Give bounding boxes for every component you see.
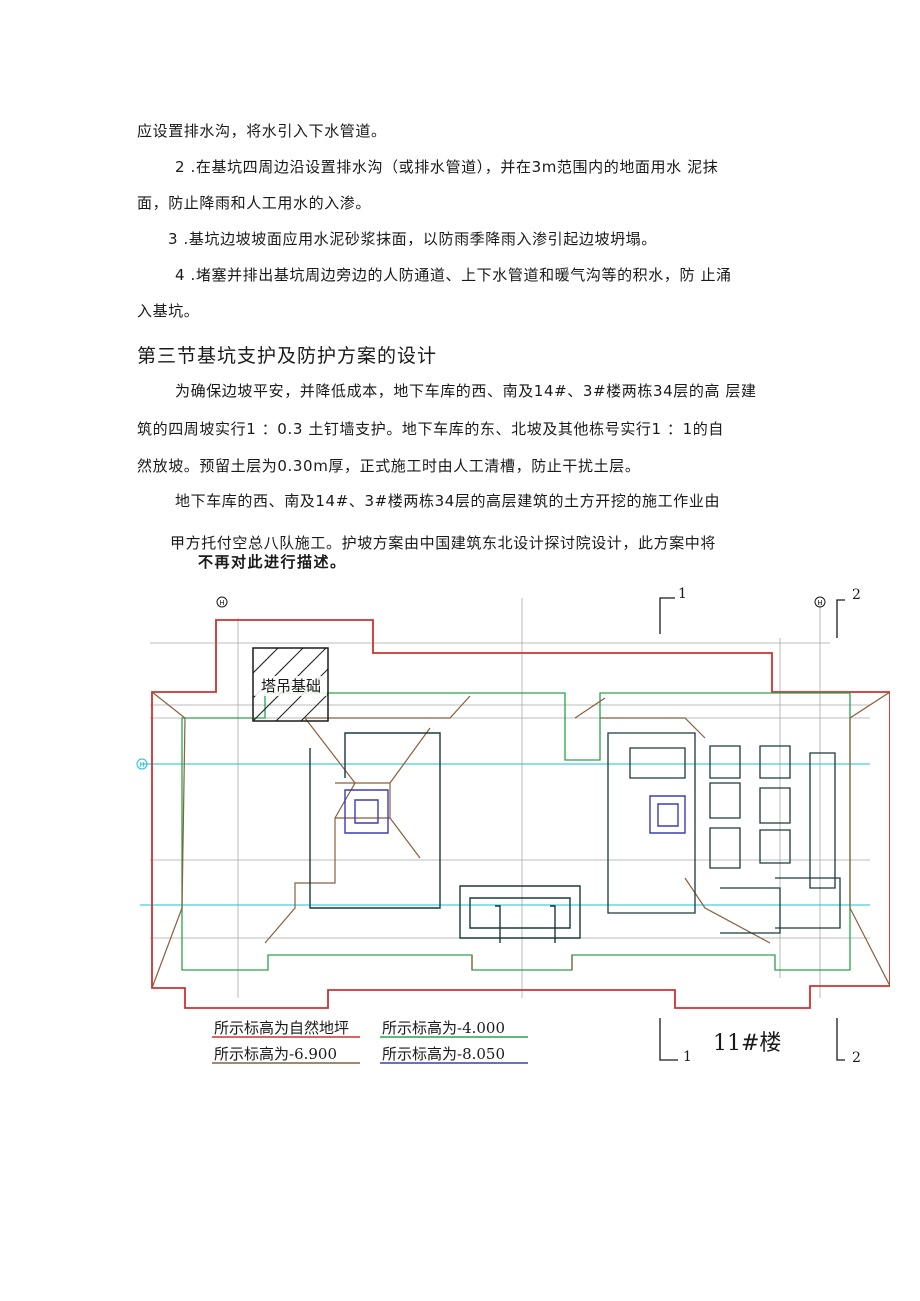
text-line: 4 .堵塞并排出基坑周边旁边的人防通道、上下水管道和暖气沟等的积水，防 止涌 [175,266,732,284]
section-mark-label: 2 [852,587,861,603]
section-mark-label: 1 [678,586,687,602]
text-line: 2 .在基坑四周边沿设置排水沟（或排水管道），并在3m范围内的地面用水 泥抹 [175,158,719,176]
section-mark-label: 1 [683,1049,692,1065]
right-foundation [607,732,841,934]
legend-item: 所示标高为-6.900 [214,1045,337,1063]
axis-lines [140,763,870,906]
text-line: 筑的四周坡实行1 ：0.3 土钉墙支护。地下车库的东、北坡及其他栋号实行1 ：1… [137,420,724,438]
elevation-legend: 所示标高为自然地坪 所示标高为-4.000 所示标高为-6.900 所示标高为-… [212,1019,528,1064]
axis-label: H [817,599,822,607]
tower-crane-foundation: 塔吊基础 [252,647,329,722]
section-heading: 第三节基坑支护及防护方案的设计 [137,345,438,367]
minus-8050-pits [344,789,686,834]
text-line: 然放坡。预留土层为0.30m厚，正式施工时由人工清槽，防止干扰土层。 [137,457,641,475]
text-line: 地下车库的西、南及14#、3#楼两栋34层的高层建筑的土方开挖的施工作业由 [175,492,721,510]
excavation-plan-drawing: 塔吊基础 H H H 1 2 1 2 11#楼 所示标高为自然地坪 所示标高为-… [136,586,890,1066]
text-line: 3 .基坑边坡坡面应用水泥砂浆抹面，以防雨季降雨入渗引起边坡坍塌。 [168,230,657,248]
text-line: 甲方托付空总八队施工。护坡方案由中国建筑东北设计探讨院设计，此方案中将 [170,534,717,552]
legend-item: 所示标高为自然地坪 [214,1019,349,1037]
axis-markers: H H H [136,596,826,770]
legend-item: 所示标高为-8.050 [382,1045,505,1063]
building-label: 11#楼 [713,1031,781,1056]
text-line: 入基坑。 [137,302,200,320]
text-line: 面，防止降雨和人工用水的入渗。 [137,194,372,212]
axis-label: H [219,599,224,607]
section-marks [659,597,845,1061]
tower-crane-label: 塔吊基础 [261,677,321,695]
left-foundation [309,732,581,943]
text-line: 为确保边坡平安，并降低成本，地下车库的西、南及14#、3#楼两栋34层的高 层建 [175,382,757,400]
text-line: 不再对此进行描述。 [198,553,347,571]
minus-6900-slopes [151,691,890,989]
section-mark-label: 2 [852,1050,861,1066]
text-line: 应设置排水沟，将水引入下水管道。 [137,122,387,140]
legend-item: 所示标高为-4.000 [382,1019,505,1037]
axis-label: H [139,761,144,769]
